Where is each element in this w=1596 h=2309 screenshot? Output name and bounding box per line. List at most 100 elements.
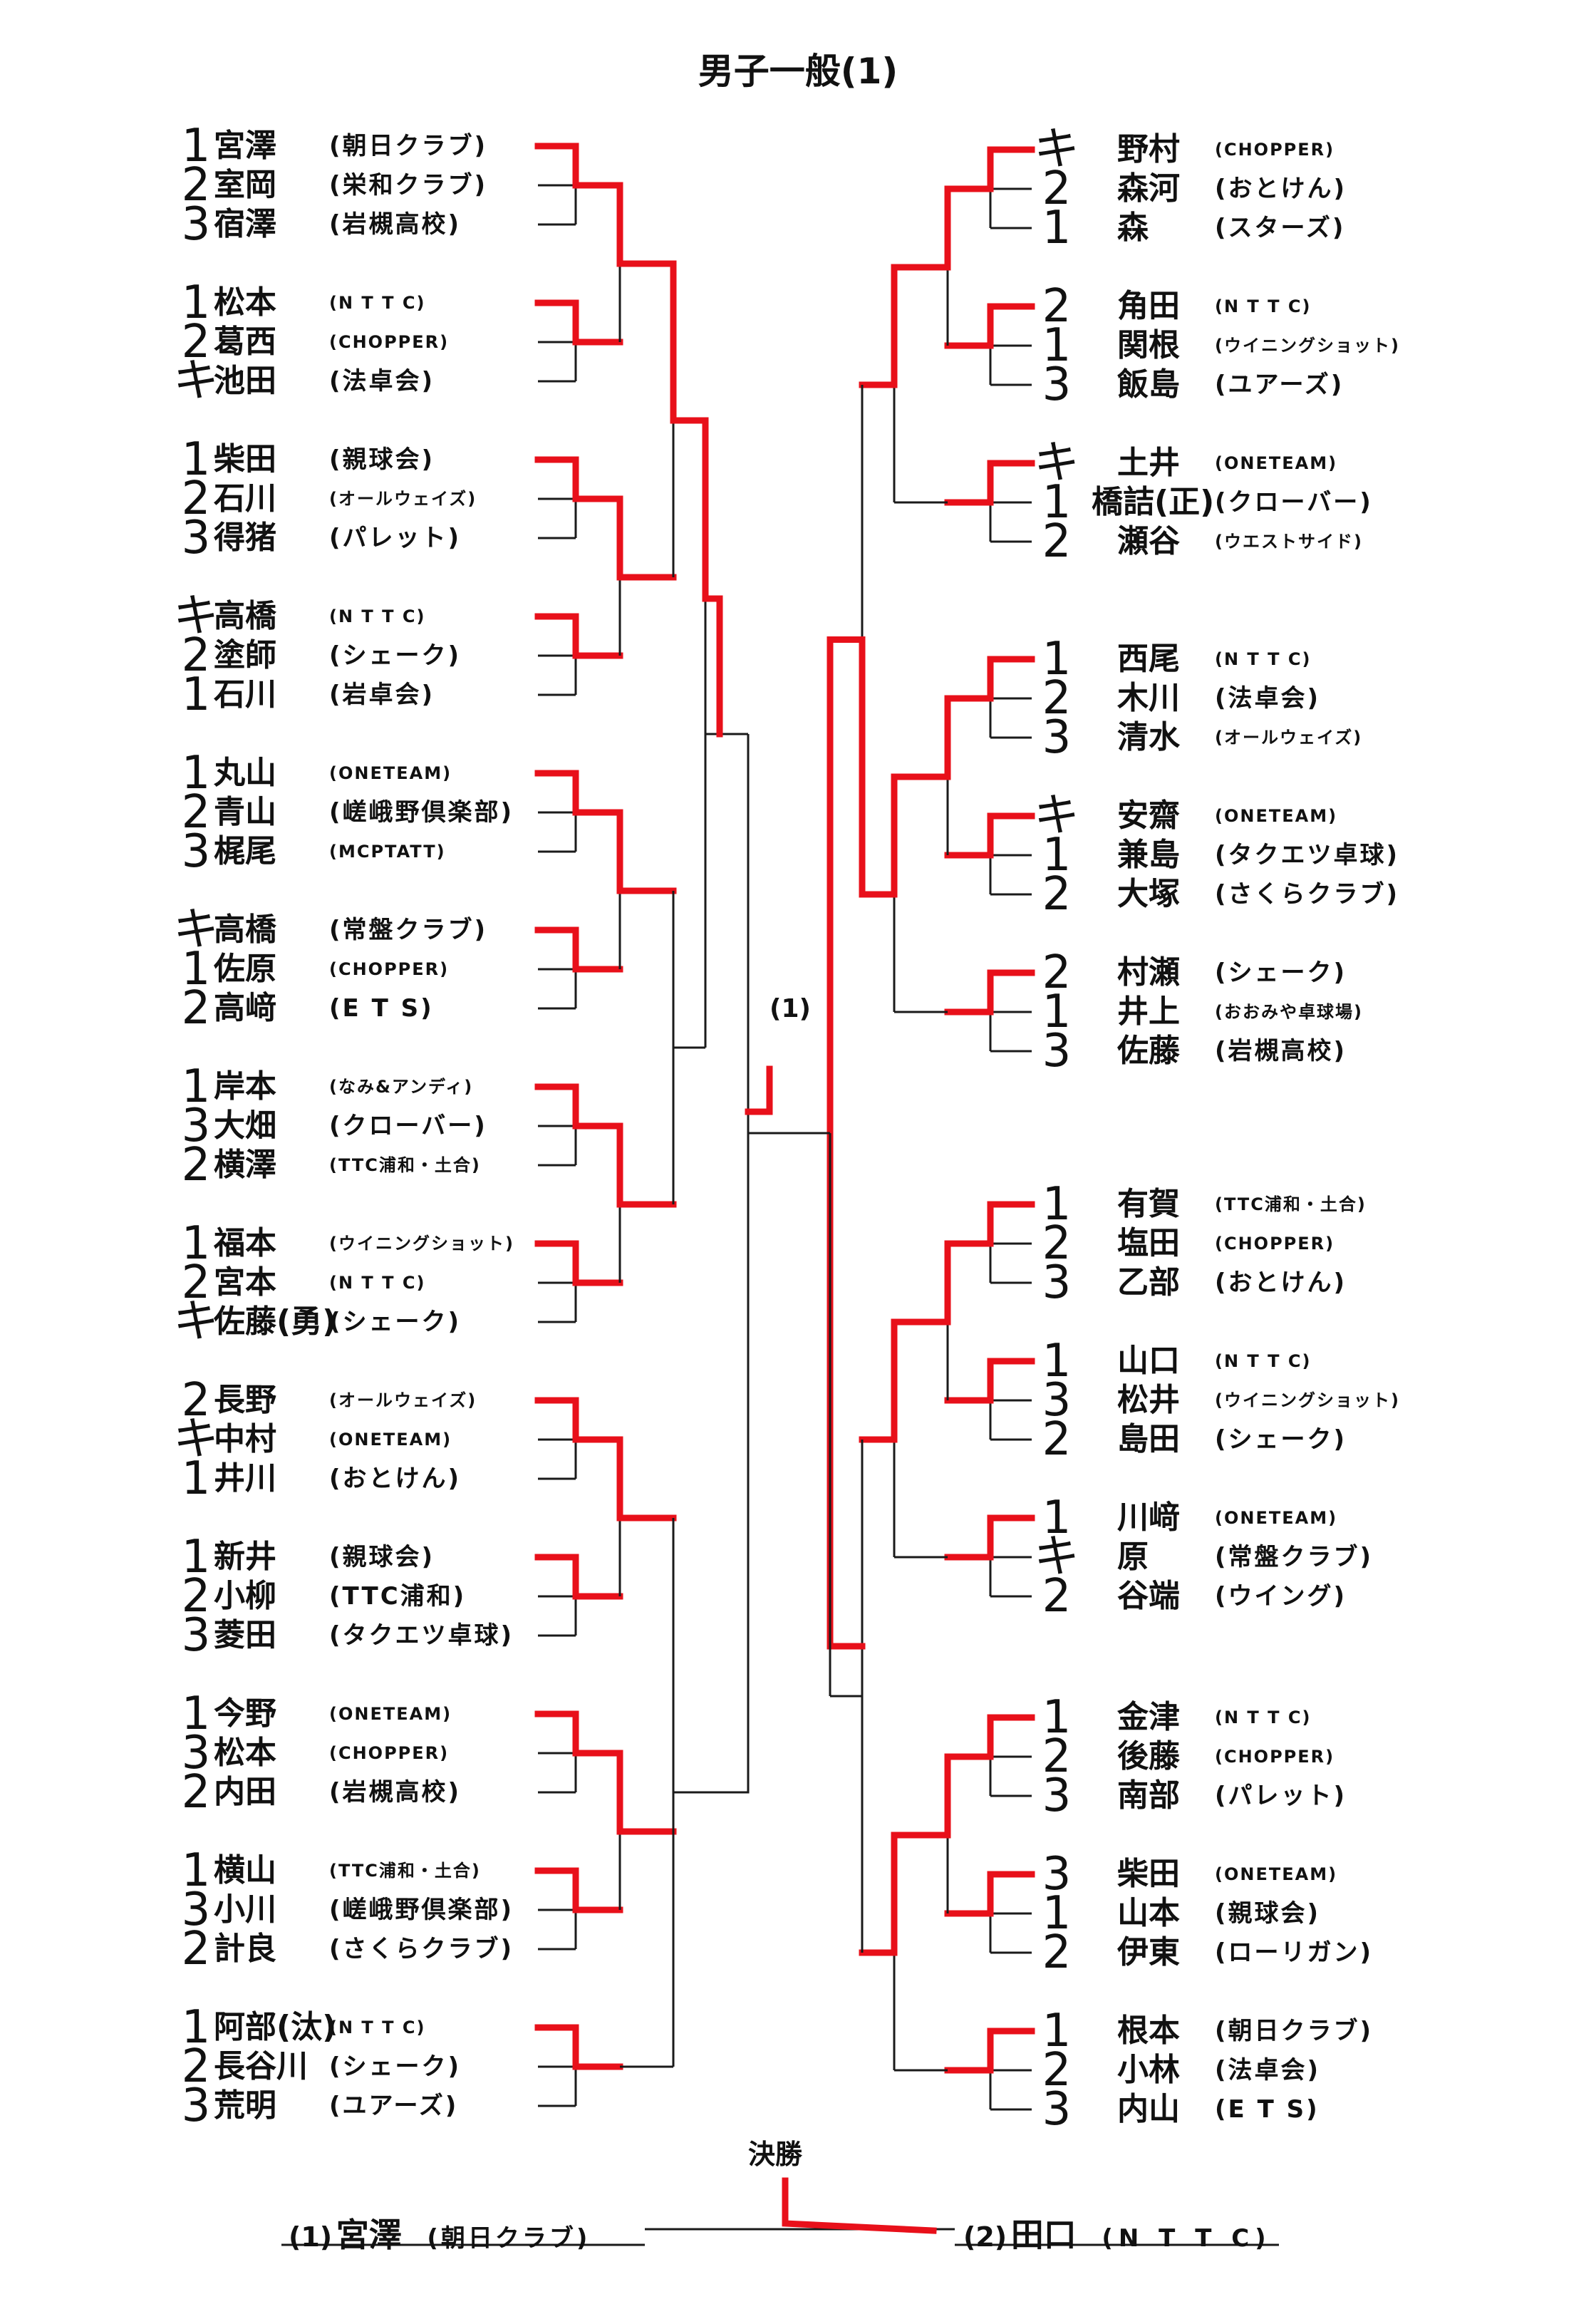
player-mark: 2	[181, 1374, 211, 1427]
player-club: (さくらクラブ)	[329, 1935, 514, 1963]
player-mark: 2	[1042, 515, 1072, 568]
winner-path	[944, 1514, 1035, 1561]
player-name: 松本	[214, 1735, 276, 1771]
player-mark: 1	[1042, 829, 1072, 882]
player-club: (TTC浦和・土合)	[329, 1861, 481, 1881]
player-name: 木川	[1117, 680, 1180, 716]
winner-path	[534, 1240, 623, 1286]
player-club: (栄和クラブ)	[329, 171, 488, 200]
player-club: (朝日クラブ)	[329, 132, 488, 160]
player-name: 荒明	[214, 2087, 276, 2124]
player-mark: 3	[1042, 1770, 1072, 1822]
player-club: (シェーク)	[329, 2052, 462, 2081]
player-name: 得猪	[214, 520, 276, 556]
player-club: (ウエストサイド)	[1215, 532, 1363, 552]
player-club: (ウイニングショット)	[1215, 1390, 1400, 1410]
player-mark: 1	[181, 277, 211, 329]
winner-path	[534, 299, 623, 346]
final-left-seed: (1)	[289, 2221, 333, 2253]
page-title: 男子一般(1)	[698, 51, 898, 92]
player-mark: 3	[1042, 358, 1072, 411]
player-name: 森河	[1117, 170, 1180, 207]
player-mark: 2	[181, 2040, 211, 2093]
player-mark: キ	[1034, 123, 1079, 176]
player-name: 中村	[214, 1421, 276, 1457]
player-name: 根本	[1117, 2013, 1180, 2049]
winner-path	[534, 770, 623, 816]
player-name: 柴田	[1117, 1856, 1180, 1892]
player-mark: 1	[1042, 633, 1072, 686]
player-mark: 1	[1042, 1335, 1072, 1388]
player-name: 宮澤	[214, 128, 276, 164]
player-club: (CHOPPER)	[1215, 140, 1335, 160]
player-name: 塩田	[1117, 1225, 1180, 1261]
player-name: 関根	[1117, 327, 1180, 363]
player-name: 谷端	[1117, 1578, 1180, 1614]
player-mark: 1	[1042, 476, 1072, 529]
player-club: (N T T C)	[329, 293, 426, 313]
player-name: 室岡	[214, 167, 276, 203]
player-name: 森	[1117, 210, 1149, 246]
player-name: 高﨑	[214, 990, 276, 1026]
player-name: 新井	[214, 1539, 276, 1575]
winner-path	[534, 143, 623, 189]
player-mark: 3	[1042, 1256, 1072, 1309]
player-club: (ウイング)	[1215, 1582, 1347, 1611]
winner-path	[534, 1083, 623, 1130]
player-club: (CHOPPER)	[329, 959, 450, 979]
round2-winner	[616, 1122, 677, 1208]
player-mark: 2	[1042, 280, 1072, 333]
player-name: 南部	[1117, 1777, 1180, 1814]
player-mark: 3	[1042, 711, 1072, 764]
player-name: 青山	[214, 794, 276, 830]
winner-path	[534, 456, 623, 502]
player-mark: 1	[181, 1844, 211, 1897]
player-club: (パレット)	[1215, 1782, 1347, 1810]
player-club: (N T T C)	[1215, 1351, 1312, 1371]
player-mark: 1	[1042, 1492, 1072, 1544]
winner-path	[944, 146, 1035, 192]
final-left-club: (朝日クラブ)	[427, 2224, 591, 2253]
player-club: (常盤クラブ)	[329, 916, 488, 944]
player-club: (常盤クラブ)	[1215, 1543, 1374, 1571]
round2-winner	[891, 695, 951, 780]
player-club: (N T T C)	[1215, 649, 1312, 669]
player-name: 内田	[214, 1774, 276, 1810]
player-name: 塗師	[214, 637, 276, 673]
player-name: 井川	[214, 1460, 276, 1497]
player-mark: 1	[181, 1060, 211, 1113]
player-name: 松本	[214, 284, 276, 321]
round4-winner	[702, 417, 723, 738]
player-club: (クローバー)	[1215, 488, 1373, 517]
player-name: 梶尾	[214, 833, 276, 869]
player-mark: 2	[1042, 1926, 1072, 1979]
player-name: 後藤	[1117, 1738, 1180, 1775]
player-club: (E T S)	[1215, 2095, 1320, 2124]
player-club: (ONETEAM)	[329, 763, 452, 783]
winner-path	[944, 1714, 1035, 1760]
final-right-name: 田口	[1010, 2216, 1077, 2254]
player-club: (さくらクラブ)	[1215, 880, 1400, 909]
player-mark: 1	[181, 943, 211, 996]
round3-winner	[859, 1832, 898, 1956]
winner-path	[534, 2024, 623, 2070]
player-club: (シェーク)	[1215, 959, 1347, 987]
player-name: 高橋	[214, 598, 276, 634]
player-club: (N T T C)	[329, 606, 426, 626]
player-club: (TTC浦和・土合)	[1215, 1194, 1367, 1214]
round3-winner	[859, 773, 898, 898]
player-club: (ONETEAM)	[1215, 806, 1338, 826]
player-club: (ONETEAM)	[1215, 1864, 1338, 1884]
round2-winner	[891, 1240, 951, 1326]
player-mark: 2	[1042, 1217, 1072, 1270]
player-club: (ONETEAM)	[1215, 453, 1338, 473]
player-name: 井上	[1117, 993, 1180, 1030]
player-mark: 2	[181, 159, 211, 212]
player-mark: 3	[1042, 1025, 1072, 1078]
final-label: 決勝	[748, 2139, 803, 2170]
winner-path	[944, 460, 1035, 506]
round3-winner	[859, 1318, 898, 1443]
player-name: 宿澤	[214, 206, 276, 242]
player-mark: 2	[1042, 1730, 1072, 1783]
player-club: (N T T C)	[1215, 1708, 1312, 1727]
